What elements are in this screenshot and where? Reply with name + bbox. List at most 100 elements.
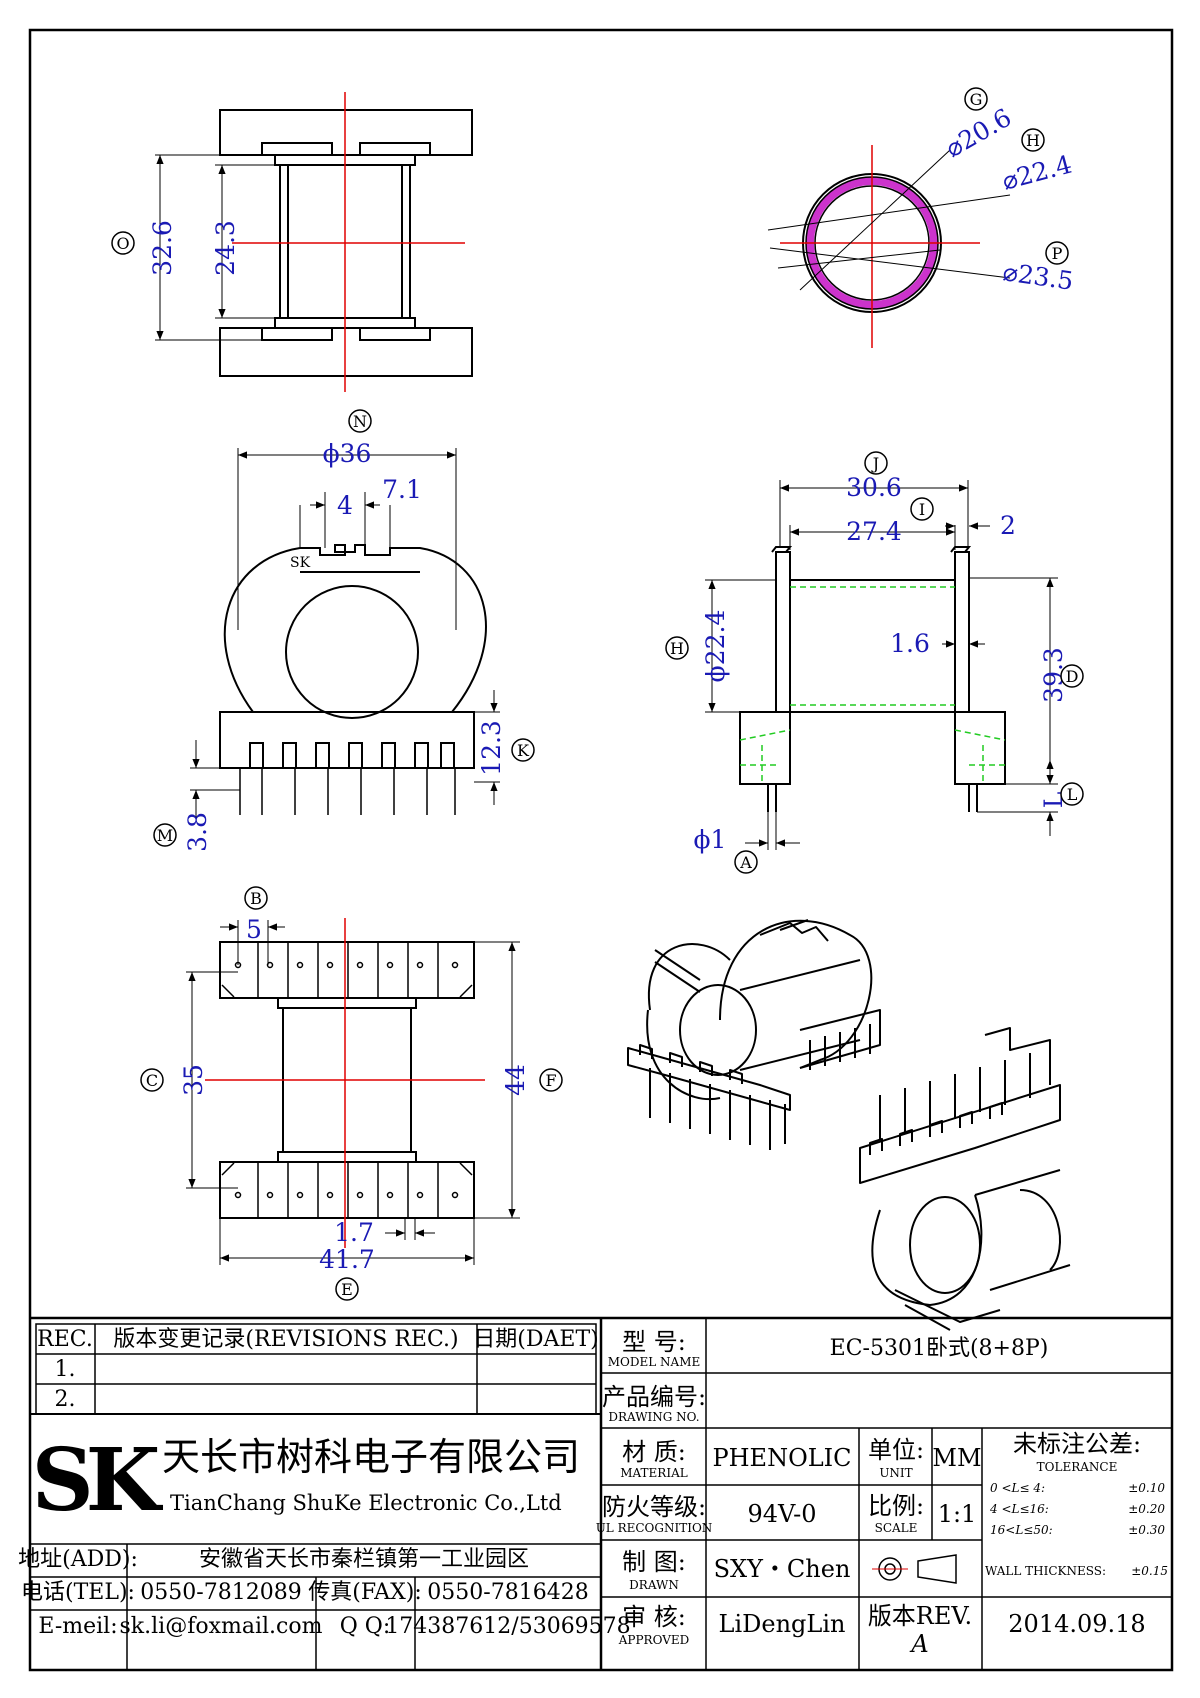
tolerance-value-3: ±0.30 bbox=[1128, 1523, 1165, 1537]
approved-label-en: APPROVED bbox=[618, 1633, 690, 1647]
tel-label: 电话(TEL): bbox=[21, 1580, 135, 1605]
svg-text:P: P bbox=[1052, 244, 1063, 263]
tolerance-title-en: TOLERANCE bbox=[1037, 1460, 1118, 1474]
svg-text:M: M bbox=[157, 826, 173, 845]
material-label-en: MATERIAL bbox=[620, 1466, 688, 1480]
unit-label-cn: 单位: bbox=[868, 1436, 924, 1464]
unit-value: MM bbox=[932, 1444, 981, 1472]
approved-value: LiDengLin bbox=[719, 1610, 846, 1638]
dim-bottom-overall-length: 44 bbox=[501, 1064, 530, 1096]
svg-text:N: N bbox=[353, 412, 367, 431]
side-view-hidden-lines bbox=[739, 586, 1006, 784]
tolerance-range-2: 4 <L≤16: bbox=[989, 1502, 1049, 1516]
wall-thickness-label: WALL THICKNESS: bbox=[985, 1564, 1106, 1578]
dim-front-flange-dia: ϕ36 bbox=[323, 439, 372, 468]
side-view bbox=[705, 480, 1058, 850]
svg-text:B: B bbox=[250, 889, 262, 908]
drawing-label-cn: 产品编号: bbox=[602, 1383, 706, 1411]
dim-bottom-pitch: 5 bbox=[246, 915, 262, 944]
bottom-view-centerlines bbox=[205, 918, 485, 1248]
qq-value: 174387612/53069578 bbox=[385, 1614, 630, 1639]
svg-text:D: D bbox=[1066, 667, 1079, 686]
rev-change-header: 版本变更记录(REVISIONS REC.) bbox=[113, 1327, 458, 1352]
dim-section-d-mid: ⌀22.4 bbox=[999, 149, 1075, 195]
dim-front-base-height: 12.3 bbox=[477, 720, 506, 776]
svg-text:I: I bbox=[919, 500, 925, 519]
rev-label: 版本REV. bbox=[868, 1602, 972, 1630]
tolerance-range-3: 16<L≤50: bbox=[990, 1523, 1053, 1537]
svg-text:O: O bbox=[116, 234, 129, 253]
dim-side-pin-dia: ϕ1 bbox=[694, 825, 727, 854]
svg-text:J: J bbox=[871, 454, 879, 473]
date-value: 2014.09.18 bbox=[1008, 1610, 1145, 1638]
dim-side-inner-width: 27.4 bbox=[846, 517, 902, 546]
approved-label-cn: 审 核: bbox=[622, 1603, 686, 1631]
dim-bottom-overall-width: 41.7 bbox=[319, 1245, 375, 1274]
rev-value: A bbox=[909, 1630, 928, 1658]
tolerance-range-1: 0 <L≤ 4: bbox=[990, 1481, 1045, 1495]
drawn-value: SXY・Chen bbox=[714, 1555, 851, 1583]
projection-symbol bbox=[872, 1554, 957, 1584]
scale-label-en: SCALE bbox=[875, 1521, 918, 1535]
scale-label-cn: 比例: bbox=[868, 1492, 924, 1520]
dim-section-d-inner: ⌀20.6 bbox=[941, 103, 1017, 163]
material-value: PHENOLIC bbox=[712, 1444, 851, 1472]
ul-label-en: UL RECOGNITION bbox=[596, 1521, 713, 1535]
tel-value: 0550-7812089 bbox=[140, 1580, 301, 1605]
dim-front-pin-length: 3.8 bbox=[183, 812, 212, 852]
model-label-cn: 型 号: bbox=[622, 1328, 686, 1356]
ul-value: 94V-0 bbox=[747, 1500, 816, 1528]
dim-side-wall: 1.6 bbox=[890, 629, 930, 658]
svg-text:G: G bbox=[970, 90, 983, 109]
rev-row-2: 2. bbox=[55, 1387, 76, 1412]
tolerance-title-cn: 未标注公差: bbox=[1013, 1430, 1141, 1458]
dim-bottom-pin-width: 1.7 bbox=[334, 1218, 374, 1247]
drawing-label-en: DRAWING NO. bbox=[608, 1410, 699, 1424]
bottom-view bbox=[186, 920, 520, 1265]
svg-text:C: C bbox=[146, 1071, 158, 1090]
tolerance-value-1: ±0.10 bbox=[1128, 1481, 1165, 1495]
drawn-label-cn: 制 图: bbox=[622, 1548, 686, 1576]
svg-text:H: H bbox=[670, 639, 684, 658]
dim-front-slot-span: 7.1 bbox=[382, 475, 422, 504]
company-logo: SK bbox=[32, 1430, 164, 1531]
rev-row-1: 1. bbox=[55, 1357, 76, 1382]
model-value: EC-5301卧式(8+8P) bbox=[830, 1336, 1049, 1361]
svg-text:H: H bbox=[1026, 131, 1040, 150]
tolerance-value-2: ±0.20 bbox=[1128, 1502, 1165, 1516]
material-label-cn: 材 质: bbox=[622, 1438, 686, 1466]
isometric-view-upper bbox=[627, 919, 881, 1150]
callout-labels: O G H P N J I K M H D L A B C F E bbox=[116, 90, 1078, 1299]
address-label: 地址(ADD): bbox=[18, 1547, 138, 1572]
dim-side-overall-width: 30.6 bbox=[846, 473, 902, 502]
title-block-grid bbox=[30, 1316, 1172, 1670]
company-name-cn: 天长市树科电子有限公司 bbox=[162, 1435, 580, 1479]
dim-side-bore: ϕ22.4 bbox=[701, 610, 730, 683]
unit-label-en: UNIT bbox=[879, 1466, 912, 1480]
svg-text:E: E bbox=[341, 1280, 353, 1299]
rev-date-header: 日期(DAET) bbox=[473, 1327, 598, 1352]
callout-markers bbox=[111, 87, 1084, 1301]
drawn-label-en: DRAWN bbox=[629, 1578, 679, 1592]
wall-thickness-value: ±0.15 bbox=[1131, 1564, 1168, 1578]
svg-text:F: F bbox=[545, 1071, 556, 1090]
dim-bottom-inner-length: 35 bbox=[179, 1064, 208, 1096]
dim-section-d-outer: ⌀23.5 bbox=[1001, 257, 1075, 296]
address-value: 安徽省天长市秦栏镇第一工业园区 bbox=[199, 1547, 529, 1572]
dim-side-flange-thk: 2 bbox=[1000, 511, 1016, 540]
top-view-centerlines bbox=[232, 92, 465, 392]
rev-rec-header: REC. bbox=[37, 1327, 93, 1352]
ul-label-cn: 防火等级: bbox=[602, 1493, 706, 1521]
section-view bbox=[767, 145, 1011, 348]
email-value: sk.li@foxmail.com bbox=[120, 1614, 323, 1639]
front-view-logo: SK bbox=[290, 555, 311, 571]
scale-value: 1:1 bbox=[938, 1500, 977, 1528]
email-label: E-meil: bbox=[38, 1614, 117, 1639]
svg-text:A: A bbox=[739, 853, 752, 872]
model-label-en: MODEL NAME bbox=[608, 1355, 701, 1369]
company-name-en: TianChang ShuKe Electronic Co.,Ltd bbox=[170, 1491, 562, 1515]
dim-front-slot-width: 4 bbox=[337, 491, 353, 520]
isometric-view-lower bbox=[859, 1027, 1071, 1331]
front-view bbox=[190, 448, 500, 820]
